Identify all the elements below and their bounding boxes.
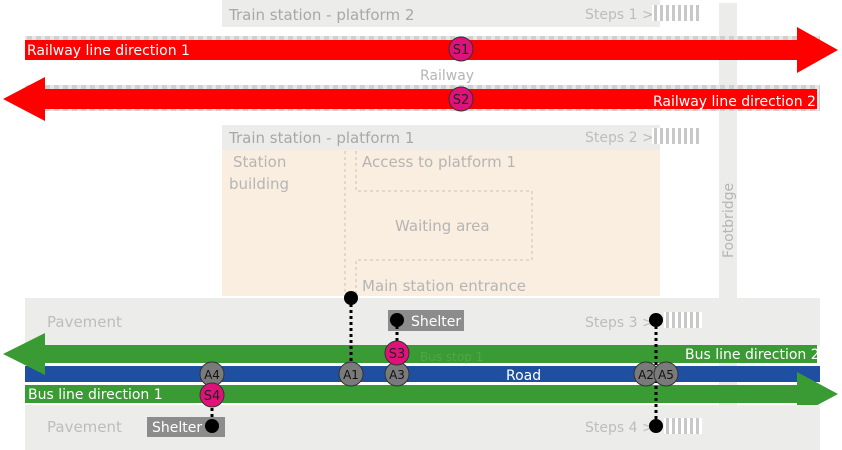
junction-steps-4 bbox=[649, 419, 663, 433]
shelter-bottom-label: Shelter bbox=[152, 420, 202, 436]
station-building bbox=[222, 150, 660, 296]
access-route-outline bbox=[344, 151, 533, 296]
platform-1-label: Train station - platform 1 bbox=[228, 129, 414, 147]
railway-arrow-direction-1 bbox=[25, 27, 838, 73]
stop-s2-label: S2 bbox=[453, 93, 470, 108]
stop-s4[interactable] bbox=[199, 382, 225, 408]
stop-s1-label: S1 bbox=[453, 43, 470, 58]
shelter-top-label: Shelter bbox=[411, 314, 461, 330]
stop-s3-label: S3 bbox=[389, 347, 406, 362]
footbridge-label: Footbridge bbox=[721, 183, 737, 258]
bus-arrow-direction-2 bbox=[3, 333, 817, 375]
access-point-a1[interactable] bbox=[338, 361, 364, 387]
steps-3-label: Steps 3 > bbox=[585, 315, 654, 331]
junction-entrance bbox=[344, 291, 358, 305]
platform-1 bbox=[222, 125, 660, 150]
bus-direction-1-label: Bus line direction 1 bbox=[28, 387, 163, 403]
steps-3 bbox=[664, 312, 702, 328]
access-point-a2-label: A2 bbox=[638, 368, 654, 382]
stop-s1[interactable] bbox=[448, 36, 474, 62]
main-entrance-label: Main station entrance bbox=[362, 277, 526, 295]
railway-direction-1-label: Railway line direction 1 bbox=[27, 43, 190, 59]
junction-steps-3 bbox=[649, 313, 663, 327]
bus-arrow-direction-1 bbox=[25, 372, 838, 416]
railway-arrow-direction-2 bbox=[3, 77, 817, 121]
access-point-a3-label: A3 bbox=[389, 368, 405, 382]
stop-s3[interactable] bbox=[384, 340, 410, 366]
steps-4-label: Steps 4 > bbox=[585, 420, 654, 436]
shelter-top bbox=[388, 310, 464, 331]
stop-s4-label: S4 bbox=[204, 389, 221, 404]
steps-1 bbox=[652, 5, 702, 21]
steps-4 bbox=[664, 418, 702, 434]
station-building-label-line1: Station bbox=[233, 153, 286, 171]
steps-2 bbox=[652, 128, 702, 144]
pavement-top-label: Pavement bbox=[47, 313, 122, 331]
station-building-label-line2: building bbox=[229, 175, 289, 193]
stop-s2[interactable] bbox=[448, 86, 474, 112]
road-label: Road bbox=[506, 368, 541, 384]
access-point-a1-label: A1 bbox=[343, 368, 359, 382]
platform-2-label: Train station - platform 2 bbox=[228, 6, 414, 24]
road bbox=[25, 366, 820, 382]
access-platform-1-label: Access to platform 1 bbox=[362, 153, 516, 171]
bus-stop-label: Bus stop 1 bbox=[420, 350, 483, 364]
access-point-a5-label: A5 bbox=[658, 368, 674, 382]
shelter-bottom bbox=[147, 417, 225, 437]
junction-shelter-top bbox=[390, 313, 404, 327]
pavement-bottom-label: Pavement bbox=[47, 418, 122, 436]
access-point-a4-label: A4 bbox=[204, 368, 220, 382]
railway-label: Railway bbox=[420, 68, 474, 84]
platform-2 bbox=[222, 0, 660, 27]
steps-2-label: Steps 2 > bbox=[585, 130, 654, 146]
waiting-area-label: Waiting area bbox=[395, 217, 490, 235]
steps-1-label: Steps 1 > bbox=[585, 7, 654, 23]
railway-direction-2-label: Railway line direction 2 bbox=[653, 94, 816, 110]
junction-shelter-bottom bbox=[205, 419, 219, 433]
bus-direction-2-label: Bus line direction 2 bbox=[685, 347, 820, 363]
access-point-a5[interactable] bbox=[653, 361, 679, 387]
